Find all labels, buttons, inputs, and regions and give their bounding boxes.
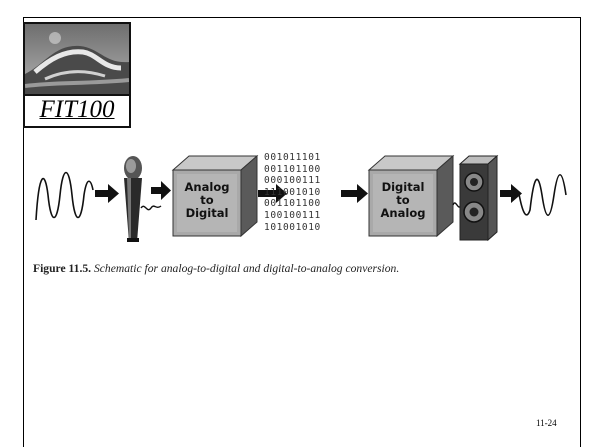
arrow-icon xyxy=(95,184,119,203)
adc-label-line: to xyxy=(200,193,214,207)
course-logo: FIT100 xyxy=(23,22,131,128)
arrow-icon xyxy=(341,184,368,203)
adc-label-line: Analog xyxy=(184,180,230,194)
speaker-icon xyxy=(458,154,499,242)
binary-line: 101001010 xyxy=(264,221,321,233)
dac-label-line: to xyxy=(396,193,410,207)
binary-line: 001101100 xyxy=(264,163,321,175)
binary-line: 001011101 xyxy=(264,152,321,163)
adc-label-line: Digital xyxy=(185,206,229,220)
binary-line: 111001010 xyxy=(264,186,321,198)
adc-cube-icon xyxy=(171,154,259,238)
logo-text: FIT100 xyxy=(25,94,129,126)
page-number: 11-24 xyxy=(536,418,557,428)
input-wave-icon xyxy=(35,171,94,221)
arrow-icon xyxy=(258,184,287,203)
binary-line: 000100111 xyxy=(264,175,321,187)
binary-line: 100100111 xyxy=(264,209,321,221)
dac-cube-icon xyxy=(367,154,455,238)
microphone-icon xyxy=(124,156,142,242)
conversion-schematic xyxy=(35,154,567,242)
binary-line: 001101100 xyxy=(264,198,321,210)
dac-label: Digital to Analog xyxy=(369,181,437,220)
caption-text: Schematic for analog-to-digital and digi… xyxy=(93,262,400,275)
arrow-icon xyxy=(500,184,522,203)
arrow-icon xyxy=(151,181,171,200)
caption-label: Figure 11.5. xyxy=(33,262,92,275)
output-wave-icon xyxy=(518,173,567,217)
figure-caption: Figure 11.5. Schematic for analog-to-dig… xyxy=(33,262,399,275)
dac-label-line: Digital xyxy=(381,180,425,194)
dac-label-line: Analog xyxy=(380,206,426,220)
adc-label: Analog to Digital xyxy=(173,181,241,220)
binary-stream: 001011101 001101100 000100111 111001010 … xyxy=(264,152,321,233)
wave-photo-icon xyxy=(25,24,129,96)
